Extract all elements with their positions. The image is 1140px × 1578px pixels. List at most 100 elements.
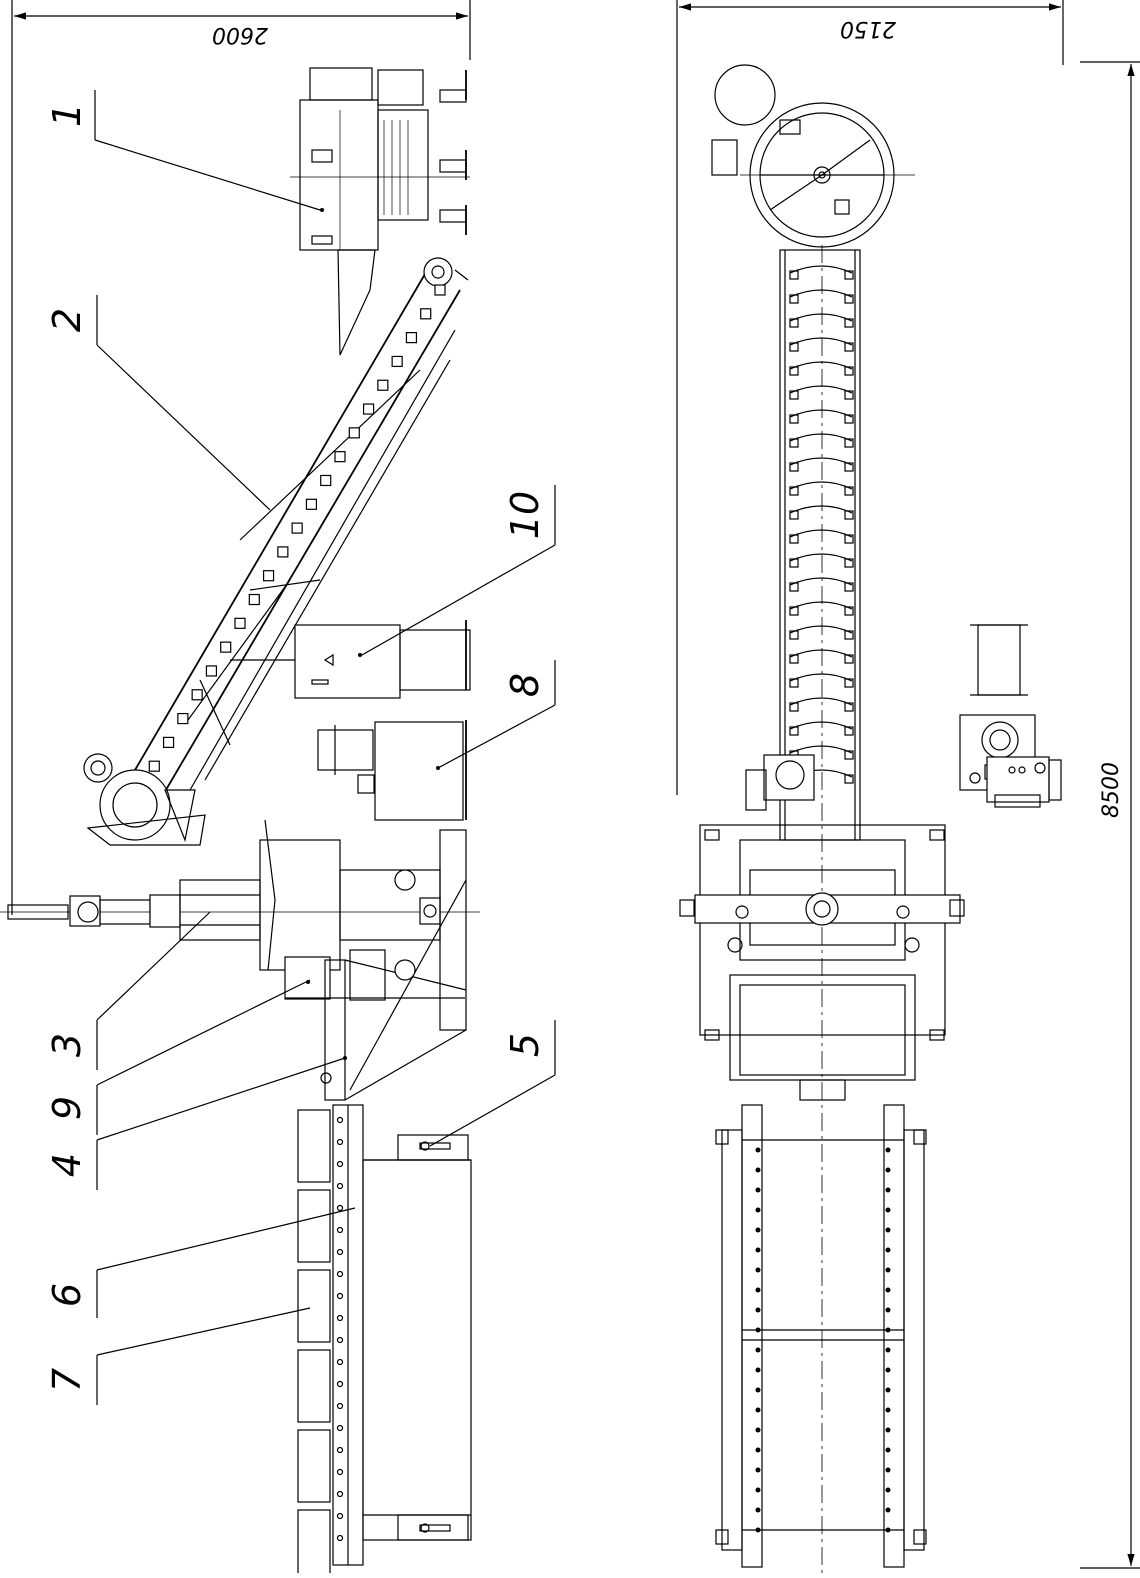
conveyor-flight <box>162 736 175 748</box>
unit-4-frame <box>320 959 347 1101</box>
conveyor-flight <box>348 427 360 439</box>
bucket-lug <box>789 630 799 640</box>
container <box>297 1349 331 1423</box>
unit-9-box <box>284 949 465 1001</box>
roller <box>336 1446 344 1454</box>
callout-9: 9 <box>45 979 311 1135</box>
horizontal-conveyor-top <box>715 1104 927 1568</box>
conveyor-flight <box>291 522 303 534</box>
conveyor-bucket <box>789 457 853 466</box>
conveyor-flight <box>191 689 203 701</box>
bucket-lug <box>789 462 799 472</box>
bucket-lug <box>844 486 854 496</box>
dimension-total-length: 8500 <box>1080 61 1140 1569</box>
conveyor-bucket <box>789 553 853 562</box>
motor-top <box>745 754 815 811</box>
svg-text:10: 10 <box>503 491 547 539</box>
bucket-lug <box>844 462 854 472</box>
central-frame-top <box>679 824 965 1101</box>
bolt <box>885 1267 891 1273</box>
bolt <box>755 1507 761 1513</box>
top-view <box>679 64 1062 1573</box>
conveyor-flight <box>305 498 318 510</box>
unit-7-containers <box>297 1109 331 1578</box>
bucket-lug <box>789 486 799 496</box>
conveyor-bucket <box>789 337 853 346</box>
bolt <box>755 1487 761 1493</box>
side-view <box>0 67 480 1578</box>
roller <box>336 1512 344 1520</box>
bucket-lug <box>844 294 854 304</box>
bucket-lug <box>789 534 799 544</box>
conveyor-flight <box>277 546 289 558</box>
conveyor-bucket <box>789 361 853 370</box>
svg-text:6: 6 <box>45 1283 89 1307</box>
bolt <box>885 1227 891 1233</box>
bolt <box>755 1467 761 1473</box>
bolt <box>885 1427 891 1433</box>
bolt <box>755 1447 761 1453</box>
conveyor-flight <box>377 379 389 391</box>
callout-4: 4 <box>45 1057 346 1190</box>
roller <box>336 1116 344 1124</box>
conveyor-bucket <box>789 649 853 658</box>
container <box>297 1269 331 1343</box>
bucket-lug <box>789 294 799 304</box>
bucket-lug <box>844 678 854 688</box>
roller <box>336 1248 344 1256</box>
roller <box>336 1226 344 1234</box>
bolt <box>885 1467 891 1473</box>
bolt <box>885 1527 891 1533</box>
bucket-lug <box>844 270 854 280</box>
callouts: 1 2 10 8 3 9 <box>45 90 556 1405</box>
bucket-lug <box>844 342 854 352</box>
svg-text:8: 8 <box>503 673 547 697</box>
bolt <box>885 1307 891 1313</box>
bolt <box>755 1147 761 1153</box>
callout-5: 5 <box>429 1020 556 1147</box>
conveyor-flight <box>434 284 446 296</box>
bucket-lug <box>789 414 799 424</box>
callout-3: 3 <box>45 911 211 1070</box>
bolt <box>885 1287 891 1293</box>
roller <box>336 1160 344 1168</box>
conveyor-flight <box>220 641 232 653</box>
conveyor-flight <box>420 308 432 320</box>
bucket-lug <box>789 390 799 400</box>
conveyor-bucket <box>789 625 853 634</box>
bucket-lug <box>844 438 854 448</box>
bolt <box>755 1347 761 1353</box>
bucket-lug <box>789 654 799 664</box>
conveyor-bucket <box>789 409 853 418</box>
unit-5-stand <box>397 1134 469 1541</box>
bolt <box>885 1347 891 1353</box>
conveyor-flight <box>234 617 246 629</box>
conveyor-bucket <box>789 601 853 610</box>
bucket-lug <box>844 630 854 640</box>
conveyor-flight <box>334 451 346 463</box>
bucket-lug <box>789 558 799 568</box>
horizontal-conveyor-bolts <box>755 1147 891 1533</box>
svg-text:5: 5 <box>503 1033 547 1057</box>
bolt <box>755 1247 761 1253</box>
conveyor-bucket <box>789 265 853 274</box>
bucket-lug <box>844 558 854 568</box>
unit-2-inclined-conveyor <box>127 257 469 801</box>
bolt <box>885 1387 891 1393</box>
bolt <box>755 1327 761 1333</box>
bolt <box>755 1187 761 1193</box>
bolt <box>755 1267 761 1273</box>
bucket-lug <box>789 366 799 376</box>
svg-text:1: 1 <box>45 103 89 127</box>
conveyor-bucket <box>789 673 853 682</box>
conveyor-bucket <box>789 577 853 586</box>
svg-text:9: 9 <box>45 1096 89 1120</box>
callout-2: 2 <box>45 295 271 511</box>
round-hopper <box>711 64 915 248</box>
bucket-lug <box>789 678 799 688</box>
roller <box>336 1380 344 1388</box>
bucket-lug <box>844 414 854 424</box>
unit-1-hopper <box>290 67 470 356</box>
bucket-lug <box>789 318 799 328</box>
bolt <box>755 1427 761 1433</box>
